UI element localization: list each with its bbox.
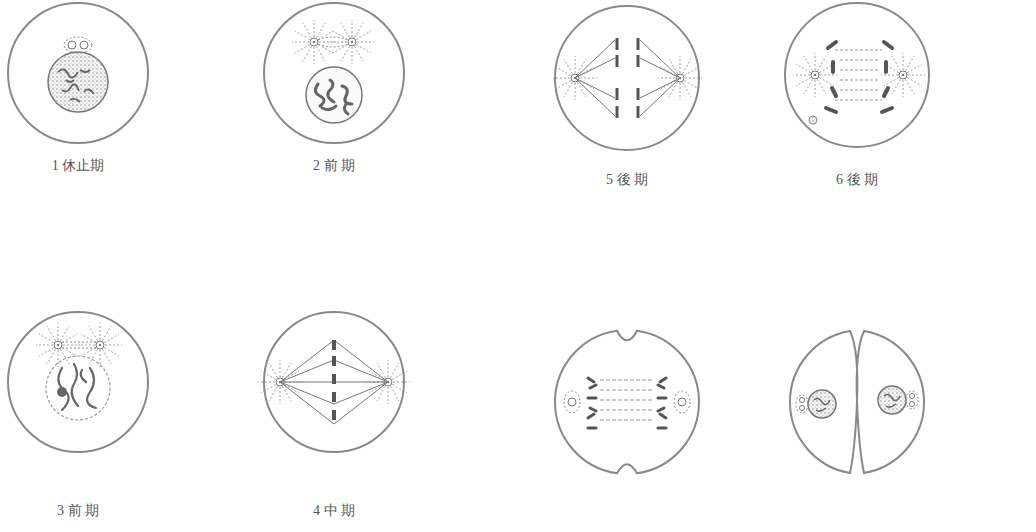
stage-caption: 1 休止期: [52, 158, 105, 175]
stage-caption: 5 後 期: [606, 172, 648, 189]
metaphase-cell: [258, 340, 410, 424]
cell-outlines: [8, 3, 929, 473]
stage-caption: 4 中 期: [313, 503, 355, 520]
daughter-cells: [796, 386, 918, 418]
late-anaphase-cell: [793, 42, 925, 124]
anaphase-cell: [553, 38, 702, 118]
stage-caption: 2 前 期: [313, 158, 355, 175]
telophase-cell: [564, 378, 690, 428]
stage-caption: 3 前 期: [57, 503, 99, 520]
prophase-cell: [292, 20, 374, 123]
prophase-cell-late: [36, 323, 122, 420]
interphase-cell: [48, 37, 108, 112]
stage-caption: 6 後 期: [836, 172, 878, 189]
